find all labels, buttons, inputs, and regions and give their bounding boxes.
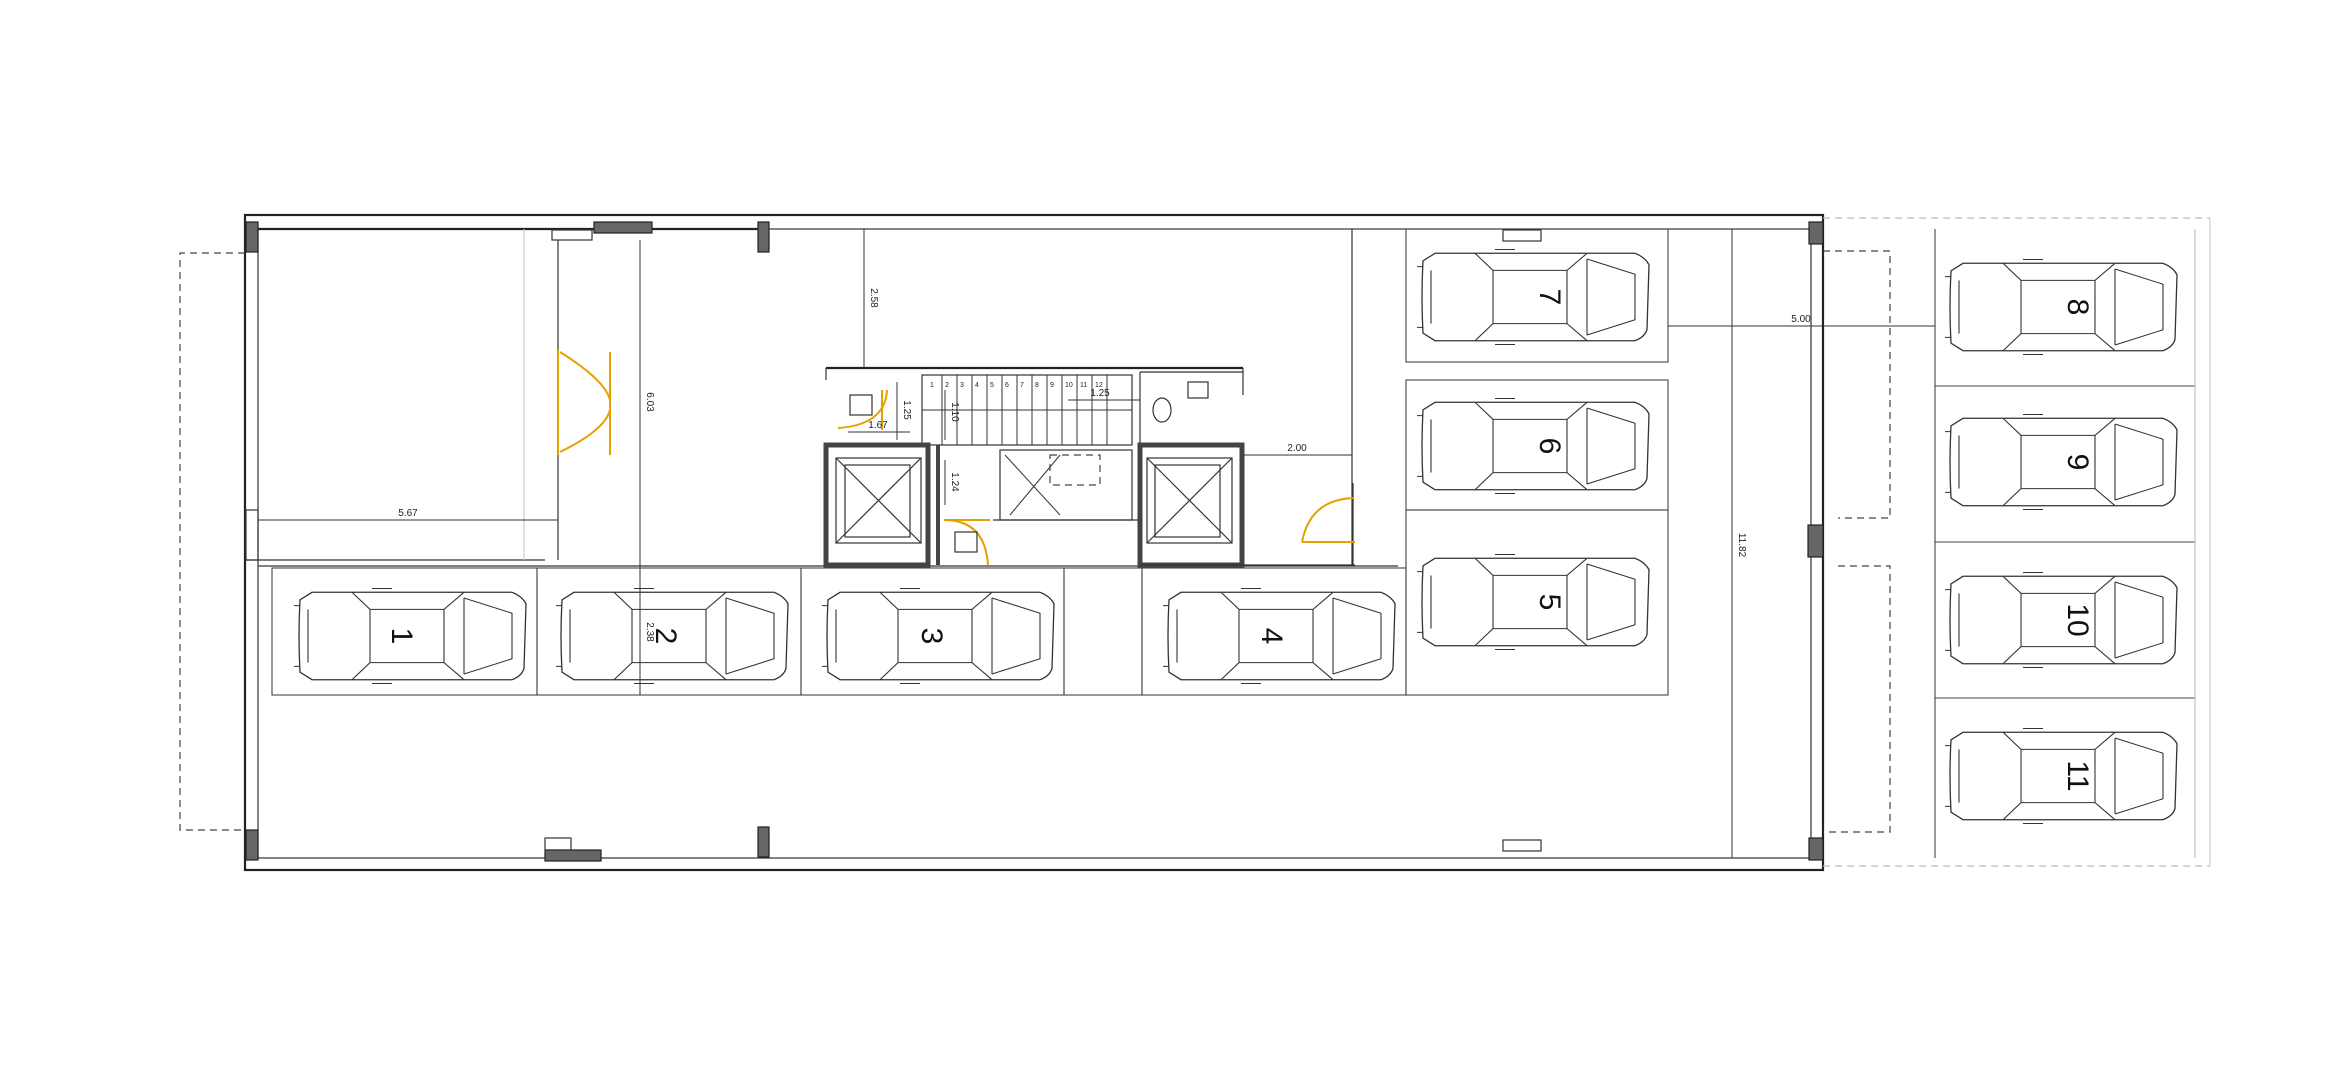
stair-step-11: 11: [1080, 382, 1087, 389]
stair-step-3: 3: [960, 382, 964, 389]
dimension-label: 5.00: [1791, 314, 1811, 325]
dimension-label: 11.82: [1736, 533, 1747, 558]
fire-extinguisher-icon: [954, 531, 978, 553]
car-11: 11: [1944, 727, 2178, 825]
dimension-label: 1.25: [901, 400, 912, 420]
dimension-label: 1.24: [949, 472, 960, 492]
stair-step-6: 6: [1005, 382, 1009, 389]
car-3: 3: [821, 587, 1055, 685]
car-9: 9: [1944, 413, 2178, 511]
stair-step-9: 9: [1050, 382, 1054, 389]
stair-door-arc: [837, 389, 888, 429]
parking-space-label-9: 9: [2061, 454, 2094, 471]
stair-step-12: 12: [1095, 382, 1103, 389]
entrance-zone: [523, 229, 611, 560]
parking-space-label-8: 8: [2061, 299, 2094, 316]
parking-space-label-3: 3: [915, 628, 948, 645]
stair-step-1: 1: [930, 382, 934, 389]
dimension-label: 1.10: [949, 402, 960, 422]
stair-steps: 1 2 3 4 5 6 7 8 9 10 11 12: [922, 375, 1132, 445]
fire-extinguisher-icon: [849, 394, 873, 416]
parking-space-label-11: 11: [2061, 760, 2094, 791]
car-6: 6: [1416, 397, 1650, 495]
car-1: 1: [293, 587, 527, 685]
dashed-outlines: [179, 217, 2210, 867]
dimension-label: 1.25: [1090, 388, 1110, 399]
core: 1 2 3 4 5 6 7 8 9 10 11 12: [823, 229, 1355, 568]
parking-space-label-6: 6: [1533, 438, 1566, 455]
car-4: 4: [1162, 587, 1396, 685]
car-7: 7: [1416, 248, 1650, 346]
stair-step-8: 8: [1035, 382, 1039, 389]
dimension-label: 2.00: [1287, 443, 1307, 454]
dimension-label: 1.67: [868, 420, 888, 431]
parking-bays: [271, 218, 2211, 866]
parking-space-label-10: 10: [2061, 603, 2094, 636]
stair-step-10: 10: [1065, 382, 1073, 389]
car-10: 10: [1944, 571, 2178, 669]
stair-step-5: 5: [990, 382, 994, 389]
stair-step-7: 7: [1020, 382, 1024, 389]
dimension-label: 5.67: [398, 508, 418, 519]
stair-step-4: 4: [975, 382, 979, 389]
dimension-label: 6.03: [644, 392, 655, 412]
parking-space-label-1: 1: [385, 628, 418, 645]
dimension-label: 2.58: [868, 288, 879, 308]
columns: [245, 221, 1824, 862]
parking-space-label-5: 5: [1533, 594, 1566, 611]
parking-space-label-2: 2: [649, 628, 682, 645]
stair-step-2: 2: [945, 382, 949, 389]
car-8: 8: [1944, 258, 2178, 356]
parking-space-label-7: 7: [1533, 289, 1566, 306]
side-door-arc: [1301, 497, 1354, 543]
car-5: 5: [1416, 553, 1650, 651]
dimension-lines: 5.67 6.03 2.58 1.25 1.67 1.25 1.10 1.24 …: [258, 229, 1935, 858]
car-2: 2: [555, 587, 789, 685]
parking-space-label-4: 4: [1255, 628, 1288, 645]
dimension-label: 2.38: [644, 622, 655, 642]
